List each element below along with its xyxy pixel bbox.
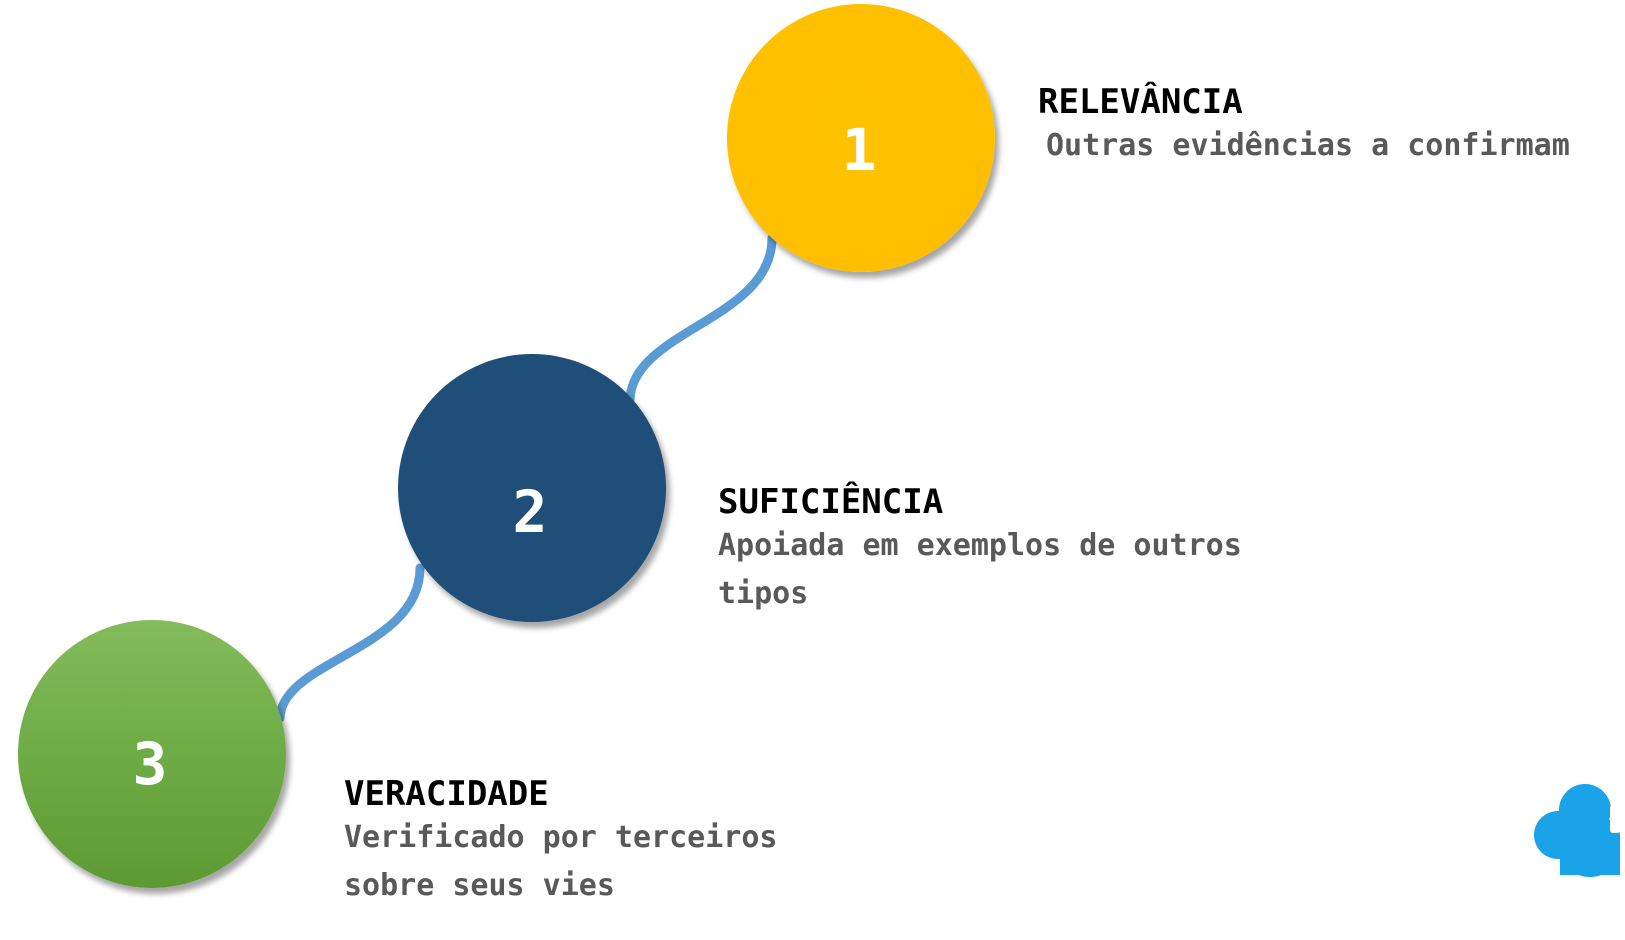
step-2-circle: 2	[398, 354, 666, 622]
step-2-number: 2	[512, 478, 548, 546]
step-3-number: 3	[132, 730, 168, 798]
step-1-description: Outras evidências a confirmam	[1046, 128, 1570, 163]
cloud-icon	[1534, 784, 1620, 877]
connector-1-2	[625, 233, 777, 405]
step-1-circle: 1	[727, 4, 995, 272]
step-1-title: RELEVÂNCIA	[1038, 82, 1243, 122]
step-2-label: SUFICIÊNCIA Apoiada em exemplos de outro…	[718, 482, 1258, 618]
step-2-description: Apoiada em exemplos de outros tipos	[718, 528, 1242, 611]
step-3-description: Verificado por terceiros sobre seus vies	[344, 820, 778, 903]
step-3-title: VERACIDADE	[344, 774, 549, 814]
step-1-number: 1	[841, 116, 877, 184]
step-1-label: RELEVÂNCIA Outras evidências a confirmam	[1038, 82, 1598, 170]
connector-2-3	[275, 563, 425, 723]
step-2-title: SUFICIÊNCIA	[718, 482, 944, 522]
step-3-label: VERACIDADE Verificado por terceiros sobr…	[344, 774, 864, 910]
step-3-circle: 3	[18, 620, 286, 888]
